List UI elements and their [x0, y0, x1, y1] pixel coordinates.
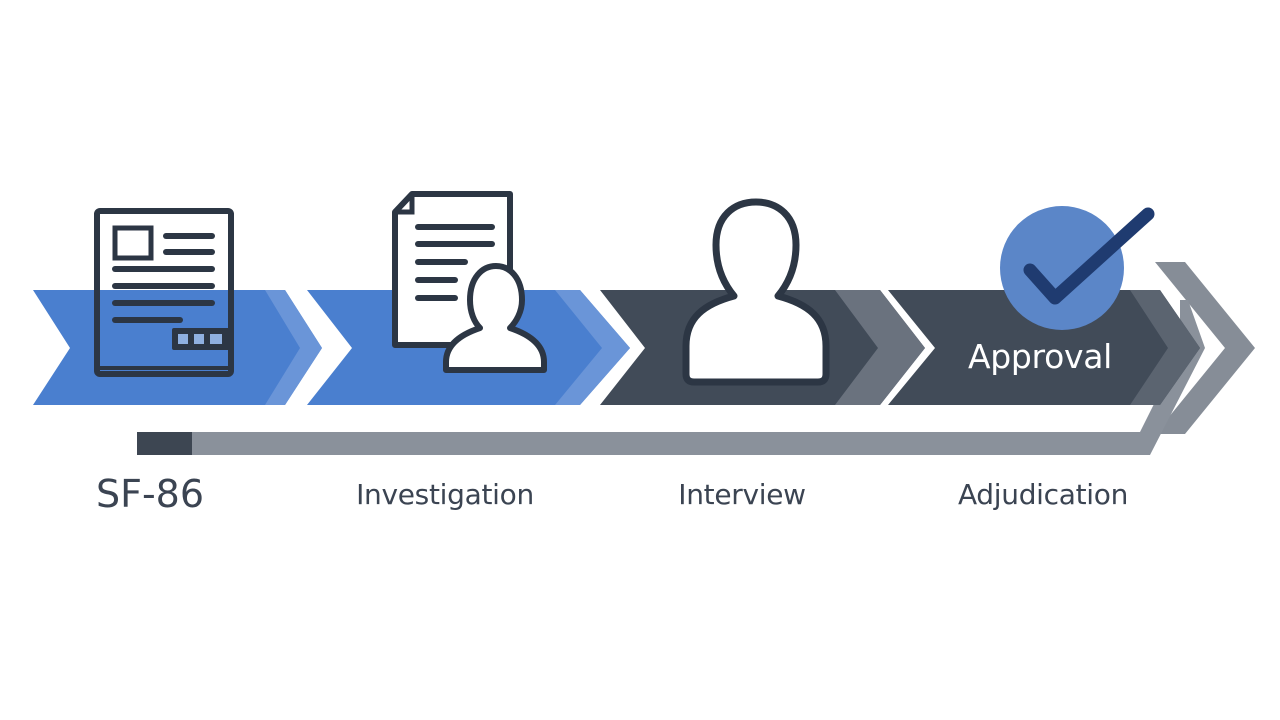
- form-document-icon: [94, 208, 234, 377]
- step-label-interview: Interview: [678, 478, 806, 511]
- step-label-adjudication: Adjudication: [957, 478, 1129, 511]
- timeline-bar-start: [137, 432, 192, 455]
- step-label-sf86: SF-86: [95, 472, 205, 516]
- timeline-bar: [137, 300, 1205, 455]
- checkmark-circle-icon: [1000, 206, 1155, 330]
- step-label-investigation: Investigation: [356, 478, 534, 511]
- chevron-adjudication: [888, 290, 1200, 405]
- person-icon: [682, 198, 830, 386]
- timeline-arrow-head: [1155, 262, 1255, 434]
- document-person-icon: [392, 191, 547, 373]
- timeline-arrow: [137, 262, 1255, 455]
- approval-label: Approval: [967, 337, 1113, 376]
